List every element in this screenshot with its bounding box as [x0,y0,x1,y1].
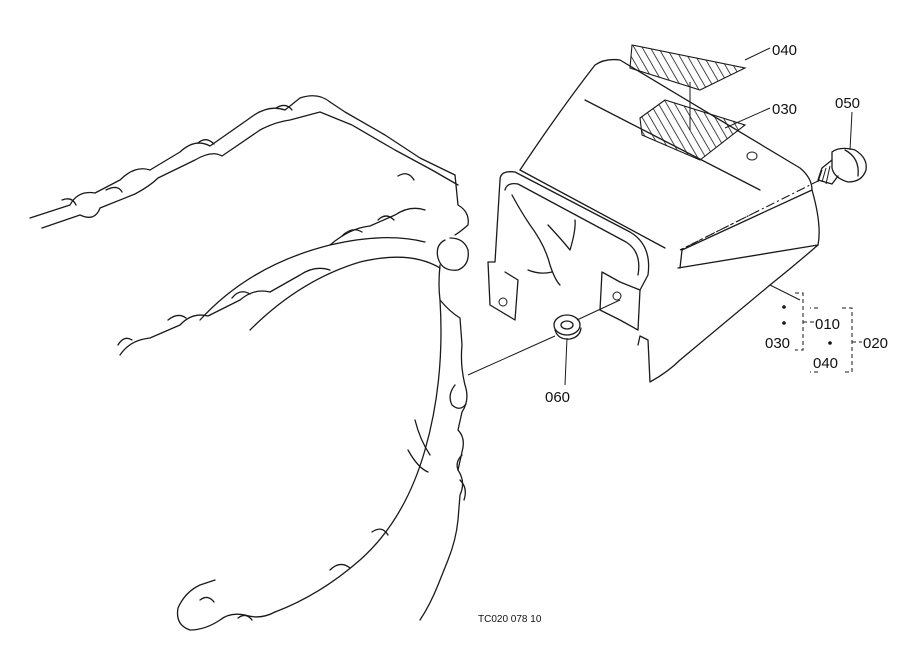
drawing-code: TC020 078 10 [478,614,542,625]
callout-010-assembly: 010 [815,316,840,333]
leader-lines [467,47,853,386]
engine-housing-outline [29,95,469,631]
cover-bolt-hole [746,151,758,161]
mount-hole-right [612,291,622,301]
callout-040-decal: 040 [772,42,797,59]
callout-050-bolt: 050 [835,95,860,112]
callout-020-assembly: 020 [863,335,888,352]
mount-hole-left [498,297,508,307]
bolt-050 [817,147,867,185]
group-bracket-020 [810,307,862,373]
decal-030 [639,99,747,161]
callout-040-group: 040 [813,355,838,372]
decal-040 [629,44,747,91]
callout-030-decal: 030 [772,101,797,118]
fan-drive-cover [487,58,821,383]
washer-060 [553,314,582,340]
group-bracket-010 [782,292,814,351]
callout-060-washer: 060 [545,389,570,406]
callout-030-group: 030 [765,335,790,352]
